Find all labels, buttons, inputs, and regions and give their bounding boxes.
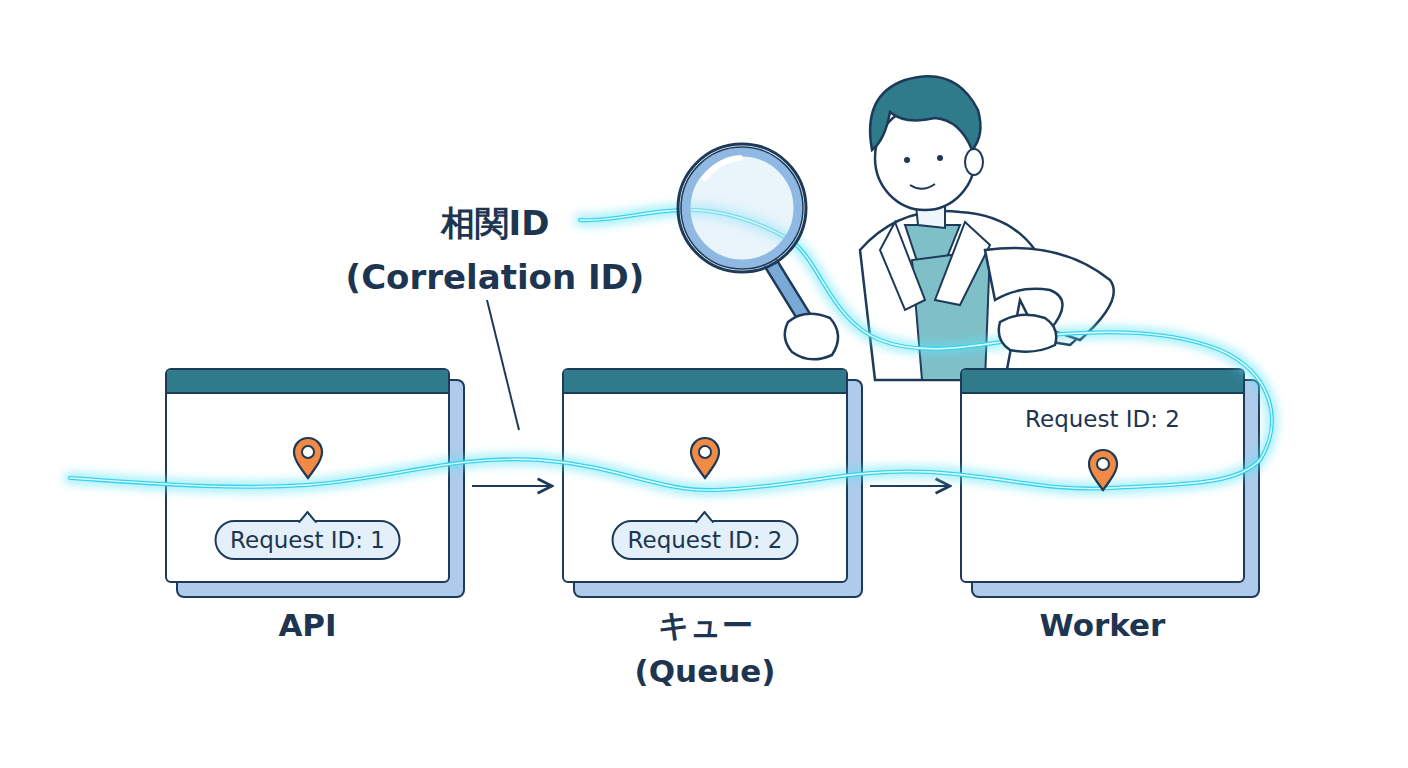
flow-arrow	[870, 485, 950, 487]
component-label: キュー (Queue)	[610, 602, 800, 694]
window-box: Request ID: 1API	[165, 368, 450, 583]
location-pin	[688, 436, 722, 480]
request-id-text: Request ID: 2	[628, 527, 783, 553]
request-id-tag: Request ID: 2	[612, 520, 799, 560]
tag-pointer	[696, 511, 714, 523]
callout-label: 相関ID (Correlation ID)	[335, 196, 655, 304]
request-id-text: Request ID: 1	[230, 527, 385, 553]
tag-pointer	[299, 511, 317, 523]
request-id-text: Request ID: 2	[1025, 406, 1180, 432]
component-label: API	[213, 602, 403, 648]
window-header	[167, 370, 448, 394]
window-header	[962, 370, 1243, 394]
request-id: Request ID: 2	[1025, 406, 1180, 432]
callout-text: 相関ID (Correlation ID)	[335, 196, 655, 304]
flow-arrow	[472, 485, 552, 487]
component-label: Worker	[1008, 602, 1198, 648]
location-pin	[1086, 448, 1120, 492]
location-pin	[291, 436, 325, 480]
window-header	[564, 370, 846, 394]
window-box: Request ID: 2Worker	[960, 368, 1245, 583]
window-box: Request ID: 2キュー (Queue)	[562, 368, 848, 583]
request-id-tag: Request ID: 1	[214, 520, 401, 560]
